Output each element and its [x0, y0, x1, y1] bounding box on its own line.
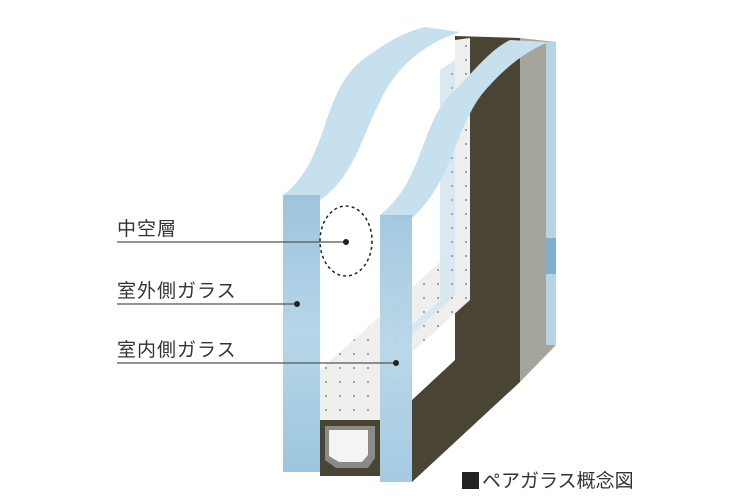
outer-glass-top [283, 27, 460, 200]
desiccant-area [320, 38, 470, 420]
outer-glass-front [283, 195, 320, 472]
air-layer-marker [319, 205, 373, 277]
caption-text: ペアガラス概念図 [482, 470, 634, 492]
leader-dot-inner-glass [393, 360, 399, 366]
label-air-layer: 中空層 [117, 218, 178, 240]
label-inner-glass: 室内側ガラス [117, 339, 237, 361]
spacer-hollow-inner [329, 430, 368, 462]
label-outer-glass: 室外側ガラス [117, 280, 237, 302]
leader-dot-outer-glass [294, 301, 300, 307]
inner-glass-front [380, 215, 412, 482]
frame-edge-glass [546, 42, 556, 345]
caption: ペアガラス概念図 [462, 466, 634, 493]
inner-glass-top [380, 40, 548, 218]
square-bullet-icon [462, 472, 479, 489]
leader-dot-air-layer [343, 239, 349, 245]
frame-edge-mark [546, 238, 556, 274]
